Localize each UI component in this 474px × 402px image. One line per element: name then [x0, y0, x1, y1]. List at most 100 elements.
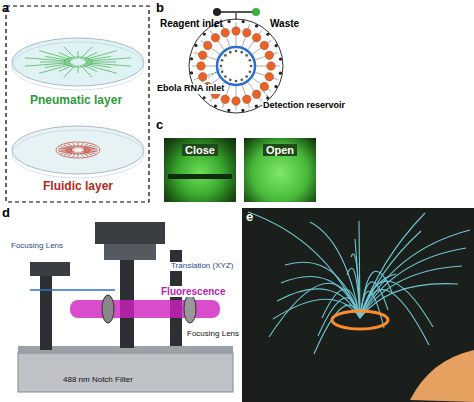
detection-reservoir [232, 27, 240, 35]
port [227, 109, 230, 112]
tube [360, 290, 429, 345]
fluid-ring [66, 146, 90, 154]
chip-outline [189, 19, 283, 113]
port [241, 109, 244, 112]
port [279, 57, 282, 60]
microscope-image: Open [244, 138, 316, 202]
channel [59, 52, 74, 59]
port [190, 71, 193, 74]
valve-dot [250, 65, 253, 68]
valve-bar [168, 174, 232, 179]
leader-line [262, 90, 270, 99]
tube [285, 262, 360, 318]
tube [248, 212, 360, 318]
valve-dot [240, 51, 243, 54]
port [255, 24, 258, 27]
valve-dot [249, 59, 252, 62]
photo-background [242, 208, 474, 402]
label: c [156, 118, 163, 132]
label: Waste [270, 18, 299, 29]
port [242, 20, 245, 23]
fluid-ring [56, 142, 100, 158]
label: b [156, 1, 164, 15]
detection-reservoir [232, 97, 240, 105]
tube [273, 299, 360, 319]
port [275, 44, 278, 47]
detection-reservoir [252, 90, 260, 98]
pneumatic-channels [25, 47, 131, 78]
detection-reservoir [252, 33, 260, 41]
label: Translation (XYZ) [170, 262, 234, 271]
post [40, 270, 52, 350]
channel [84, 150, 98, 151]
detection-reservoir [265, 73, 273, 81]
channel [25, 63, 70, 66]
channel [78, 65, 79, 73]
valve-ring [64, 57, 92, 67]
port [227, 20, 230, 23]
fluorescence-beam [70, 300, 220, 318]
label: Fluorescence [160, 286, 226, 297]
channel [58, 150, 72, 151]
channel [73, 143, 77, 148]
channel [78, 152, 79, 157]
detection-reservoir [260, 41, 268, 49]
label: e [246, 210, 253, 224]
valve-dot [229, 51, 232, 54]
detection-reservoir [265, 51, 273, 59]
channel [40, 62, 70, 63]
port [274, 85, 277, 88]
image-label: Close [182, 144, 218, 156]
valve-dot [220, 65, 223, 68]
detection-reservoir [197, 62, 205, 70]
mount [30, 262, 70, 276]
detection-reservoir [199, 51, 207, 59]
glove [410, 350, 474, 402]
green-port [252, 8, 260, 16]
chip-ring [332, 311, 388, 329]
disc-edge [12, 42, 144, 90]
label: Focusing Lens [10, 242, 64, 251]
fluidic-disc [12, 126, 144, 174]
channel [78, 51, 79, 59]
fluidic-channels [56, 142, 100, 158]
valve-dot [224, 54, 227, 57]
leader-line [202, 68, 222, 82]
valve-dot [221, 59, 224, 62]
detection-reservoir [260, 82, 268, 90]
label: Fluidic layer [43, 180, 113, 193]
detection-reservoir [221, 95, 229, 103]
label: Focusing Lens [186, 330, 240, 339]
tube [360, 231, 421, 318]
valve-dot [249, 70, 252, 73]
pneumatic-disc [12, 38, 144, 86]
channel [86, 62, 116, 63]
tube [360, 248, 466, 318]
channel [248, 30, 262, 49]
detection-reservoir [203, 41, 211, 49]
channel [59, 151, 73, 152]
label: Pneumatic layer [30, 94, 122, 107]
label: Ebola RNA inlet [156, 84, 225, 94]
valve-dot [224, 75, 227, 78]
channel [82, 65, 97, 72]
port [255, 105, 258, 108]
microscope-image: Close [164, 138, 236, 202]
tube [360, 230, 470, 318]
port [190, 57, 193, 60]
tube [360, 213, 425, 318]
valve-dot [235, 80, 238, 83]
lens [184, 295, 196, 323]
port [194, 44, 197, 47]
detection-reservoir [243, 29, 251, 37]
channel [78, 143, 79, 148]
center-inlet-ring [217, 47, 255, 85]
chip-schematic [189, 19, 283, 113]
port [214, 104, 217, 107]
tubing [248, 212, 470, 354]
detection-reservoir [211, 33, 219, 41]
disc-edge [12, 130, 144, 178]
port [266, 33, 269, 36]
label: Reagent inlet [160, 18, 223, 29]
